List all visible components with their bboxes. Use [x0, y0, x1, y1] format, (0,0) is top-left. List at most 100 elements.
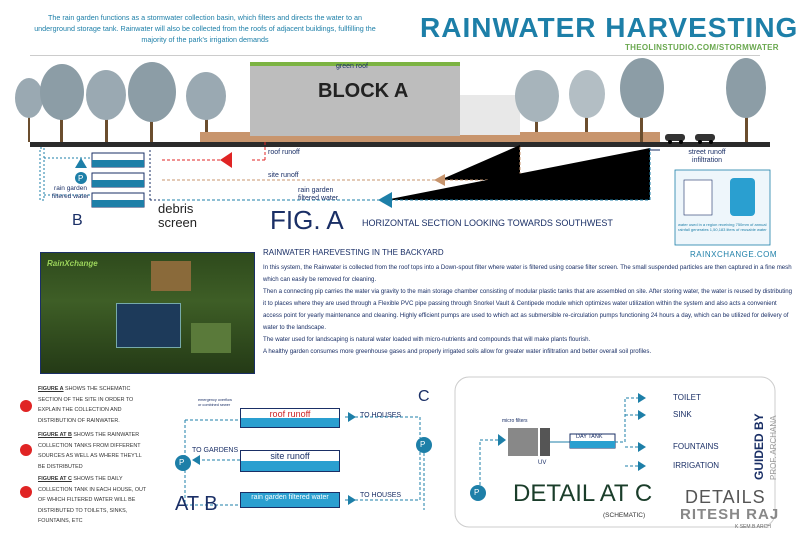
water-tank-icon	[730, 178, 755, 216]
tree-icon	[186, 72, 226, 132]
roof-runoff-label: roof runoff	[268, 149, 300, 156]
paragraph: A healthy garden consumes more greenhous…	[263, 348, 652, 355]
note: FIGURE AT B SHOWS THE RAINWATER COLLECTI…	[38, 432, 142, 470]
poster-title: RAINWATER HARVESTING	[420, 12, 799, 43]
detail-c-title: DETAIL AT C	[513, 480, 653, 507]
podium-slab	[200, 132, 660, 142]
at-b-title: AT B	[175, 493, 218, 515]
to-gardens-label: TO GARDENS	[192, 447, 239, 454]
tree-icon	[569, 70, 605, 132]
street-runoff-label: street runoff infiltration	[688, 149, 726, 164]
fig-a-subtitle: HORIZONTAL SECTION LOOKING TOWARDS SOUTH…	[362, 218, 613, 228]
arrow-right-icon	[638, 410, 646, 420]
fig-a-title: FIG. A	[270, 205, 344, 235]
arrow-left-icon	[192, 455, 200, 465]
rain-garden-label: rain garden filtered water	[298, 187, 339, 202]
details-title: DETAILS	[685, 487, 766, 507]
label-c: C	[418, 388, 430, 405]
backyard-source[interactable]: RAINXCHANGE.COM	[690, 250, 778, 259]
intro-text: The rain garden functions as a stormwate…	[34, 13, 376, 44]
arrow-right-icon	[348, 495, 356, 505]
filtered-water-arrow-icon	[378, 192, 392, 208]
author-sem: K SEM.B.ARCH	[735, 524, 771, 530]
house-icon	[683, 179, 713, 216]
uv-unit-icon	[540, 428, 550, 456]
arrow-right-icon	[638, 393, 646, 403]
pump-label: P	[179, 458, 185, 467]
block-a-building	[250, 62, 460, 136]
to-houses-label: TO HOUSES	[360, 412, 402, 419]
backyard-illustration: RainXchange	[40, 252, 255, 374]
car-icon	[695, 134, 715, 144]
block-a-label: BLOCK A	[318, 80, 409, 102]
roof-runoff-arrow-icon	[220, 152, 232, 168]
tank-roof-runoff: roof runoff	[240, 408, 340, 428]
side-building	[460, 95, 520, 135]
tree-icon	[86, 70, 126, 142]
bullet-icon	[20, 486, 32, 498]
green-roof-label: green roof	[336, 63, 368, 70]
tree-icon	[726, 58, 766, 142]
guided-by-label: GUIDED BY	[752, 413, 766, 480]
brand-logo: RainXchange	[47, 259, 98, 268]
pump-icon	[470, 485, 486, 501]
house-wall-icon	[151, 261, 191, 291]
micro-filter-icon	[508, 428, 538, 456]
frame-line	[30, 55, 760, 56]
note: FIGURE A SHOWS THE SCHEMATIC SECTION OF …	[38, 386, 134, 424]
car-icon	[665, 134, 685, 144]
guide-name: PROF. ARCHANA	[769, 415, 778, 480]
site-runoff-label: site runoff	[268, 172, 299, 179]
uv-label: UV	[538, 460, 547, 466]
flow-arrow-icon	[75, 158, 87, 168]
tank-module-icon	[116, 303, 181, 348]
left-filtered-label: rain garden filtered water	[51, 185, 90, 200]
arrow-right-icon	[638, 461, 646, 471]
site-runoff-arrow-icon	[434, 174, 445, 186]
outlet-fountains: FOUNTAINS	[673, 442, 719, 451]
green-roof-strip	[250, 62, 460, 66]
arrow-right-icon	[348, 412, 356, 422]
pump-icon	[75, 172, 87, 184]
paragraph: Then a connecting pip carries the water …	[263, 288, 793, 331]
tree-icon	[15, 78, 43, 142]
tree-icon	[515, 70, 559, 132]
pump-icon	[416, 437, 432, 453]
debris-screen-label: debris screen	[158, 201, 198, 230]
source-link[interactable]: THEOLINSTUDIO.COM/STORMWATER	[625, 43, 779, 52]
arrow-right-icon	[498, 434, 506, 446]
ground-line	[30, 142, 770, 147]
pipe-dashed	[39, 147, 45, 201]
garden-icon	[191, 323, 231, 353]
tree-icon	[620, 58, 664, 142]
outlet-toilet: TOILET	[673, 393, 701, 402]
day-tank-label: DAY TANK	[576, 434, 603, 440]
tank-site-runoff: site runoff	[240, 450, 340, 472]
pump-label: P	[474, 488, 480, 497]
tree-icon	[128, 62, 176, 142]
overflow-label: emergency overflow or combined sewer	[198, 398, 232, 407]
micro-filters-label: micro filters	[502, 418, 528, 424]
author-name: RITESH RAJ	[680, 506, 780, 523]
storage-tanks	[91, 152, 145, 208]
outlet-sink: SINK	[673, 410, 692, 419]
inset-caption: water used in a region receiving 750mm o…	[678, 222, 767, 232]
tank-filtered-water: rain garden filtered water	[240, 492, 340, 508]
outlet-irrigation: IRRIGATION	[673, 461, 720, 470]
schematic-label: (SCHEMATIC)	[603, 512, 646, 519]
paragraph: In this system, the Rainwater is collect…	[263, 264, 792, 283]
backyard-title: RAINWATER HAREVESTING IN THE BACKYARD	[263, 248, 444, 257]
backyard-text: In this system, the Rainwater is collect…	[263, 262, 793, 358]
arrow-right-icon	[638, 442, 646, 452]
tree-icon	[40, 64, 84, 142]
pump-icon	[175, 455, 191, 471]
note: FIGURE AT C SHOWS THE DAILY COLLECTION T…	[38, 476, 147, 524]
svg-text:P: P	[78, 174, 83, 183]
bullet-icon	[20, 444, 32, 456]
paragraph: The water used for landscaping is natura…	[263, 336, 591, 343]
pump-label: P	[420, 440, 426, 449]
bullet-icon	[20, 400, 32, 412]
